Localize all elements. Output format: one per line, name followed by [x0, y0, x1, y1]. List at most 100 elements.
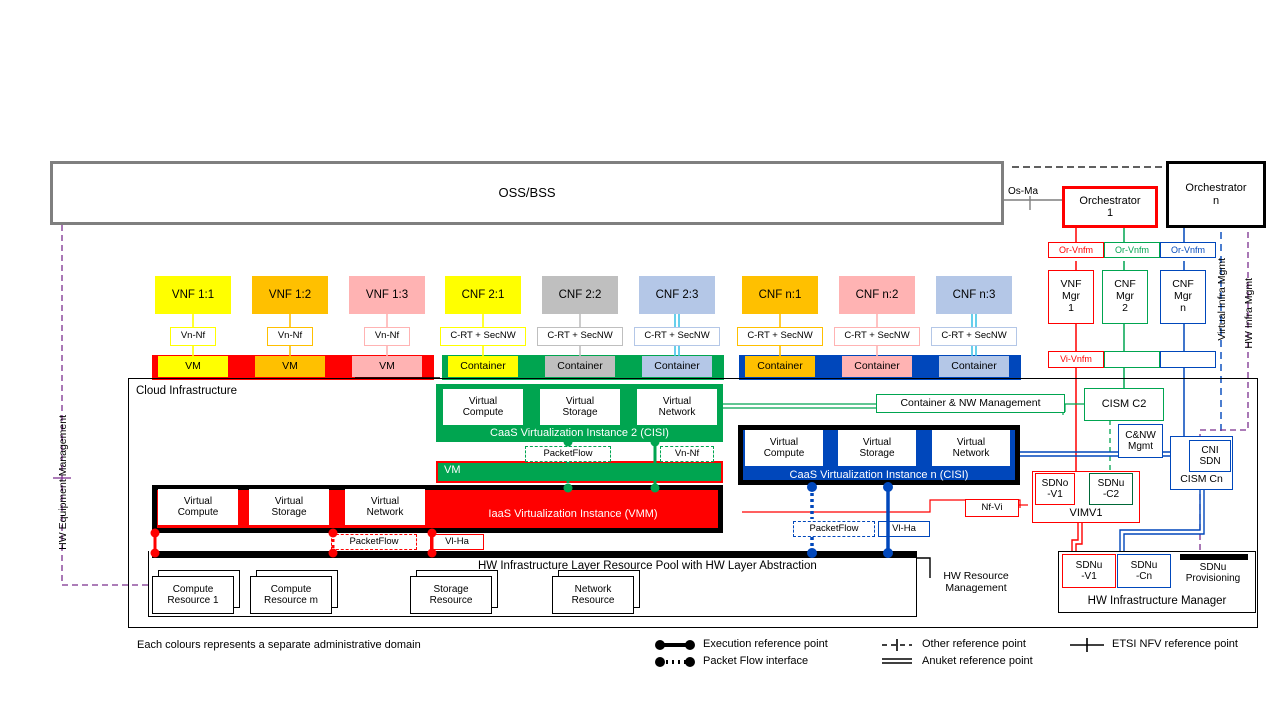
orchestrator-n-title: Orchestrator [1185, 182, 1247, 195]
ref-packetflow-blue[interactable]: PacketFlow [793, 521, 875, 537]
ref-or-vnfm-1[interactable]: Or-Vnfm [1048, 242, 1104, 258]
ref-vi-vnfm-1[interactable]: Vi-Vnfm [1048, 351, 1104, 368]
sdnu-c2-box[interactable]: SDNu -C2 [1089, 473, 1133, 505]
instance-box-container-4[interactable]: Container [545, 356, 615, 377]
instance-label: Container [557, 359, 603, 372]
ref-packetflow-green[interactable]: PacketFlow [525, 446, 611, 462]
ref-iface-8[interactable]: C-RT + SecNW [931, 327, 1017, 346]
ref-iface-3[interactable]: C-RT + SecNW [440, 327, 526, 346]
legend-other-reference-point: Other reference point [922, 638, 1026, 650]
vmm-title: IaaS Virtualization Instance (VMM) [488, 507, 658, 520]
ref-iface-1[interactable]: Vn-Nf [267, 327, 313, 346]
ref-iface-0[interactable]: Vn-Nf [170, 327, 216, 346]
orchestrator-n-box[interactable]: Orchestrator n [1166, 161, 1266, 228]
cni-sdn-box[interactable]: CNI SDN [1189, 440, 1231, 472]
oss-bss-label: OSS/BSS [498, 184, 556, 200]
function-box-vnf-1-2[interactable]: VNF 1:2 [252, 276, 328, 314]
sdnu-cn-box[interactable]: SDNu -Cn [1117, 554, 1171, 588]
vs2-l2: Storage [859, 448, 895, 459]
instance-box-container-7[interactable]: Container [842, 356, 912, 377]
sdnu-provisioning-bar [1180, 554, 1248, 560]
cnf-mgr-2-box[interactable]: CNF Mgr 2 [1102, 270, 1148, 324]
vc2-l1: Virtual [769, 436, 799, 448]
ref-iface-label: C-RT + SecNW [844, 330, 910, 342]
vnf-mgr-1-l1: VNF [1060, 278, 1082, 291]
ref-or-vnfm-2[interactable]: Or-Vnfm [1104, 242, 1160, 258]
vs3-l2: Storage [271, 507, 307, 518]
cism-c2-box[interactable]: CISM C2 [1084, 388, 1164, 421]
instance-label: VM [379, 359, 395, 372]
instance-box-container-3[interactable]: Container [448, 356, 518, 377]
sdnu-v1-box[interactable]: SDNu -V1 [1062, 554, 1116, 588]
ref-vn-nf-green[interactable]: Vn-Nf [660, 446, 714, 462]
cnw-mgmt-box[interactable]: C&NW Mgmt [1118, 424, 1163, 458]
sdno-v1-box[interactable]: SDNo -V1 [1035, 473, 1075, 505]
sdnu-cn-l1: SDNu [1130, 559, 1158, 571]
ref-vl-ha-red[interactable]: Vl-Ha [430, 534, 484, 550]
cisin-virtual-storage[interactable]: Virtual Storage [838, 430, 916, 466]
hw-infra-mgmt-label: HW Infra Mgmt [1243, 278, 1255, 349]
vmm-virtual-storage[interactable]: Virtual Storage [249, 489, 329, 525]
ref-container-nw-management[interactable]: Container & NW Management [876, 394, 1065, 413]
function-box-cnf-2-2[interactable]: CNF 2:2 [542, 276, 618, 314]
orchestrator-1-box[interactable]: Orchestrator 1 [1062, 186, 1158, 228]
cnf-mgr-n-box[interactable]: CNF Mgr n [1160, 270, 1206, 324]
cisin-virtual-compute[interactable]: Virtual Compute [745, 430, 823, 466]
vc3-l2: Compute [177, 507, 219, 518]
ref-iface-label: Vn-Nf [277, 330, 303, 342]
sdnu-provisioning-box[interactable]: SDNu Provisioning [1172, 558, 1254, 588]
instance-box-vm-0[interactable]: VM [158, 356, 228, 377]
cisi2-virtual-compute[interactable]: Virtual Compute [443, 389, 523, 425]
instance-box-container-5[interactable]: Container [642, 356, 712, 377]
ref-packetflow-red[interactable]: PacketFlow [331, 534, 417, 550]
ref-iface-5[interactable]: C-RT + SecNW [634, 327, 720, 346]
function-label: CNF n:2 [855, 288, 899, 301]
ref-vi-vnfm-2[interactable] [1104, 351, 1160, 368]
hw-resource-management-label: HW Resource Management [930, 566, 1022, 600]
cisi2-virtual-storage[interactable]: Virtual Storage [540, 389, 620, 425]
instance-box-container-8[interactable]: Container [939, 356, 1009, 377]
vmm-virtual-compute[interactable]: Virtual Compute [158, 489, 238, 525]
function-box-cnf-n-1[interactable]: CNF n:1 [742, 276, 818, 314]
vmm-label-wrap: IaaS Virtualization Instance (VMM) [425, 505, 721, 523]
ref-nf-vi[interactable]: Nf-Vi [965, 499, 1019, 517]
orchestrator-1-index: 1 [1106, 207, 1114, 219]
oss-bss-box[interactable]: OSS/BSS [50, 161, 1004, 225]
function-box-cnf-n-3[interactable]: CNF n:3 [936, 276, 1012, 314]
function-box-vnf-1-3[interactable]: VNF 1:3 [349, 276, 425, 314]
ref-iface-label: Vn-Nf [180, 330, 206, 342]
function-box-cnf-2-3[interactable]: CNF 2:3 [639, 276, 715, 314]
vmm-virtual-network[interactable]: Virtual Network [345, 489, 425, 525]
instance-box-vm-1[interactable]: VM [255, 356, 325, 377]
instance-box-container-6[interactable]: Container [745, 356, 815, 377]
vs2-l1: Virtual [862, 436, 892, 448]
ref-vl-ha-blue[interactable]: Vl-Ha [878, 521, 930, 537]
cisi-2-label: CaaS Virtualization Instance 2 (CISI) [436, 425, 723, 442]
vmm-block[interactable] [152, 485, 723, 533]
cisi2-virtual-network[interactable]: Virtual Network [637, 389, 717, 425]
function-box-cnf-n-2[interactable]: CNF n:2 [839, 276, 915, 314]
sdnu-prov-l1: SDNu [1199, 561, 1227, 573]
function-box-vnf-1-1[interactable]: VNF 1:1 [155, 276, 231, 314]
vm-strip-green[interactable] [436, 461, 723, 483]
cloud-infrastructure-label: Cloud Infrastructure [136, 385, 237, 397]
instance-box-vm-2[interactable]: VM [352, 356, 422, 377]
ref-iface-2[interactable]: Vn-Nf [364, 327, 410, 346]
ref-or-vnfm-3[interactable]: Or-Vnfm [1160, 242, 1216, 258]
ref-or-vnfm-3-label: Or-Vnfm [1170, 244, 1205, 255]
cisin-virtual-network[interactable]: Virtual Network [932, 430, 1010, 466]
vnf-mgr-1-box[interactable]: VNF Mgr 1 [1048, 270, 1094, 324]
function-box-cnf-2-1[interactable]: CNF 2:1 [445, 276, 521, 314]
ref-vi-vnfm-3[interactable] [1160, 351, 1216, 368]
vn3-l1: Virtual [370, 495, 400, 507]
vnf-mgr-1-l2: Mgr [1061, 290, 1081, 303]
ref-iface-6[interactable]: C-RT + SecNW [737, 327, 823, 346]
ref-iface-4[interactable]: C-RT + SecNW [537, 327, 623, 346]
ref-iface-7[interactable]: C-RT + SecNW [834, 327, 920, 346]
vn3-l2: Network [366, 507, 404, 518]
